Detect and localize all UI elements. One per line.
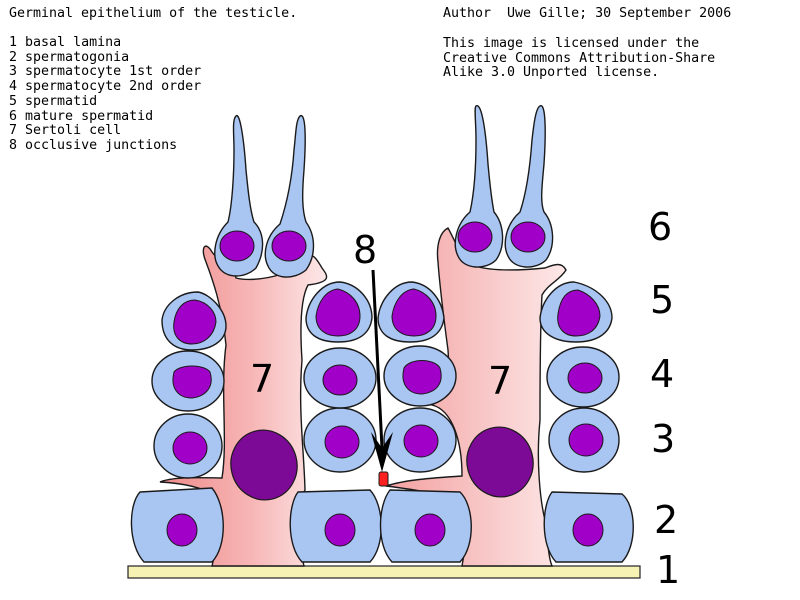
nucleus bbox=[457, 221, 493, 253]
sertoli-nucleus bbox=[230, 429, 298, 501]
spermatid-row bbox=[161, 281, 613, 351]
label-layer-5: 5 bbox=[650, 278, 674, 322]
nucleus bbox=[172, 431, 208, 465]
nucleus bbox=[315, 288, 361, 337]
nucleus bbox=[567, 362, 603, 394]
nucleus bbox=[568, 423, 604, 457]
license-line: Creative Commons Attribution-Share bbox=[443, 50, 716, 66]
nucleus bbox=[391, 288, 437, 337]
junction-pointer-arrowhead bbox=[371, 432, 393, 472]
legend-item: 4 spermatocyte 2nd order bbox=[9, 79, 202, 95]
label-sertoli-right: 7 bbox=[488, 359, 512, 403]
label-layer-6: 6 bbox=[648, 205, 672, 249]
spermatocyte-1st-order-row bbox=[153, 407, 620, 479]
spermatocyte-2nd-order-row bbox=[151, 345, 620, 412]
nucleus bbox=[403, 424, 439, 458]
occlusive-junction bbox=[378, 471, 389, 487]
spermatogonia-row bbox=[130, 487, 634, 563]
legend-item: 3 spermatocyte 1st order bbox=[9, 64, 202, 80]
nucleus bbox=[219, 230, 255, 262]
legend-item: 1 basal lamina bbox=[9, 35, 122, 50]
legend-item: 7 Sertoli cell bbox=[9, 123, 122, 139]
nucleus bbox=[324, 425, 360, 459]
label-layer-1: 1 bbox=[656, 548, 680, 592]
nucleus bbox=[402, 360, 442, 395]
sertoli-nucleus bbox=[466, 426, 534, 498]
label-layer-4: 4 bbox=[650, 352, 674, 396]
nucleus bbox=[172, 365, 212, 399]
nucleus bbox=[166, 513, 198, 547]
license-line: This image is licensed under the bbox=[443, 36, 700, 51]
basal-lamina bbox=[127, 565, 641, 579]
author-credit: Author Uwe Gille; 30 September 2006 bbox=[443, 6, 732, 21]
nucleus bbox=[271, 230, 307, 262]
legend-item: 6 mature spermatid bbox=[9, 108, 154, 124]
nucleus bbox=[324, 513, 356, 547]
label-sertoli-left: 7 bbox=[250, 357, 274, 401]
label-layer-2: 2 bbox=[654, 498, 678, 542]
mature-spermatid-row bbox=[214, 105, 554, 278]
label-layer-3: 3 bbox=[651, 417, 675, 461]
nucleus bbox=[510, 221, 546, 253]
license-line: Alike 3.0 Unported license. bbox=[443, 65, 660, 81]
nucleus bbox=[572, 513, 604, 547]
nucleus bbox=[322, 364, 358, 396]
nucleus bbox=[414, 513, 446, 547]
diagram-title: Germinal epithelium of the testicle. bbox=[9, 6, 298, 21]
nucleus bbox=[173, 299, 217, 345]
legend-item: 2 spermatogonia bbox=[9, 49, 130, 65]
nucleus bbox=[557, 289, 601, 337]
junction-pointer-line bbox=[371, 269, 384, 449]
legend-item: 5 spermatid bbox=[9, 93, 98, 109]
label-junction: 8 bbox=[353, 228, 377, 272]
legend-item: 8 occlusive junctions bbox=[9, 137, 178, 153]
legend: 1 basal lamina 2 spermatogonia 3 spermat… bbox=[9, 35, 202, 154]
